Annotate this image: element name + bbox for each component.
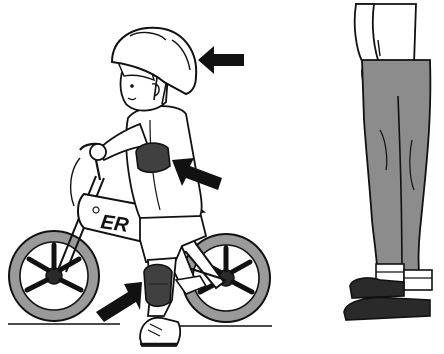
child-shoe-front [140, 318, 180, 346]
adult-shoe-back [350, 278, 404, 298]
knee-pad [144, 265, 172, 307]
frame-decal: ER [99, 211, 130, 237]
arrow-up-right-icon [96, 282, 142, 322]
child-hand [90, 144, 106, 160]
adult-shoe-front [344, 298, 430, 320]
adult-cuff-right [404, 270, 432, 290]
arrow-left-icon [198, 46, 244, 74]
helmet-arrow [198, 46, 244, 74]
elbow-pad [136, 143, 170, 172]
adult-trousers [362, 60, 430, 288]
knee-pad-arrow [96, 282, 142, 322]
front-wheel [9, 231, 99, 321]
adult-figure [344, 4, 432, 320]
